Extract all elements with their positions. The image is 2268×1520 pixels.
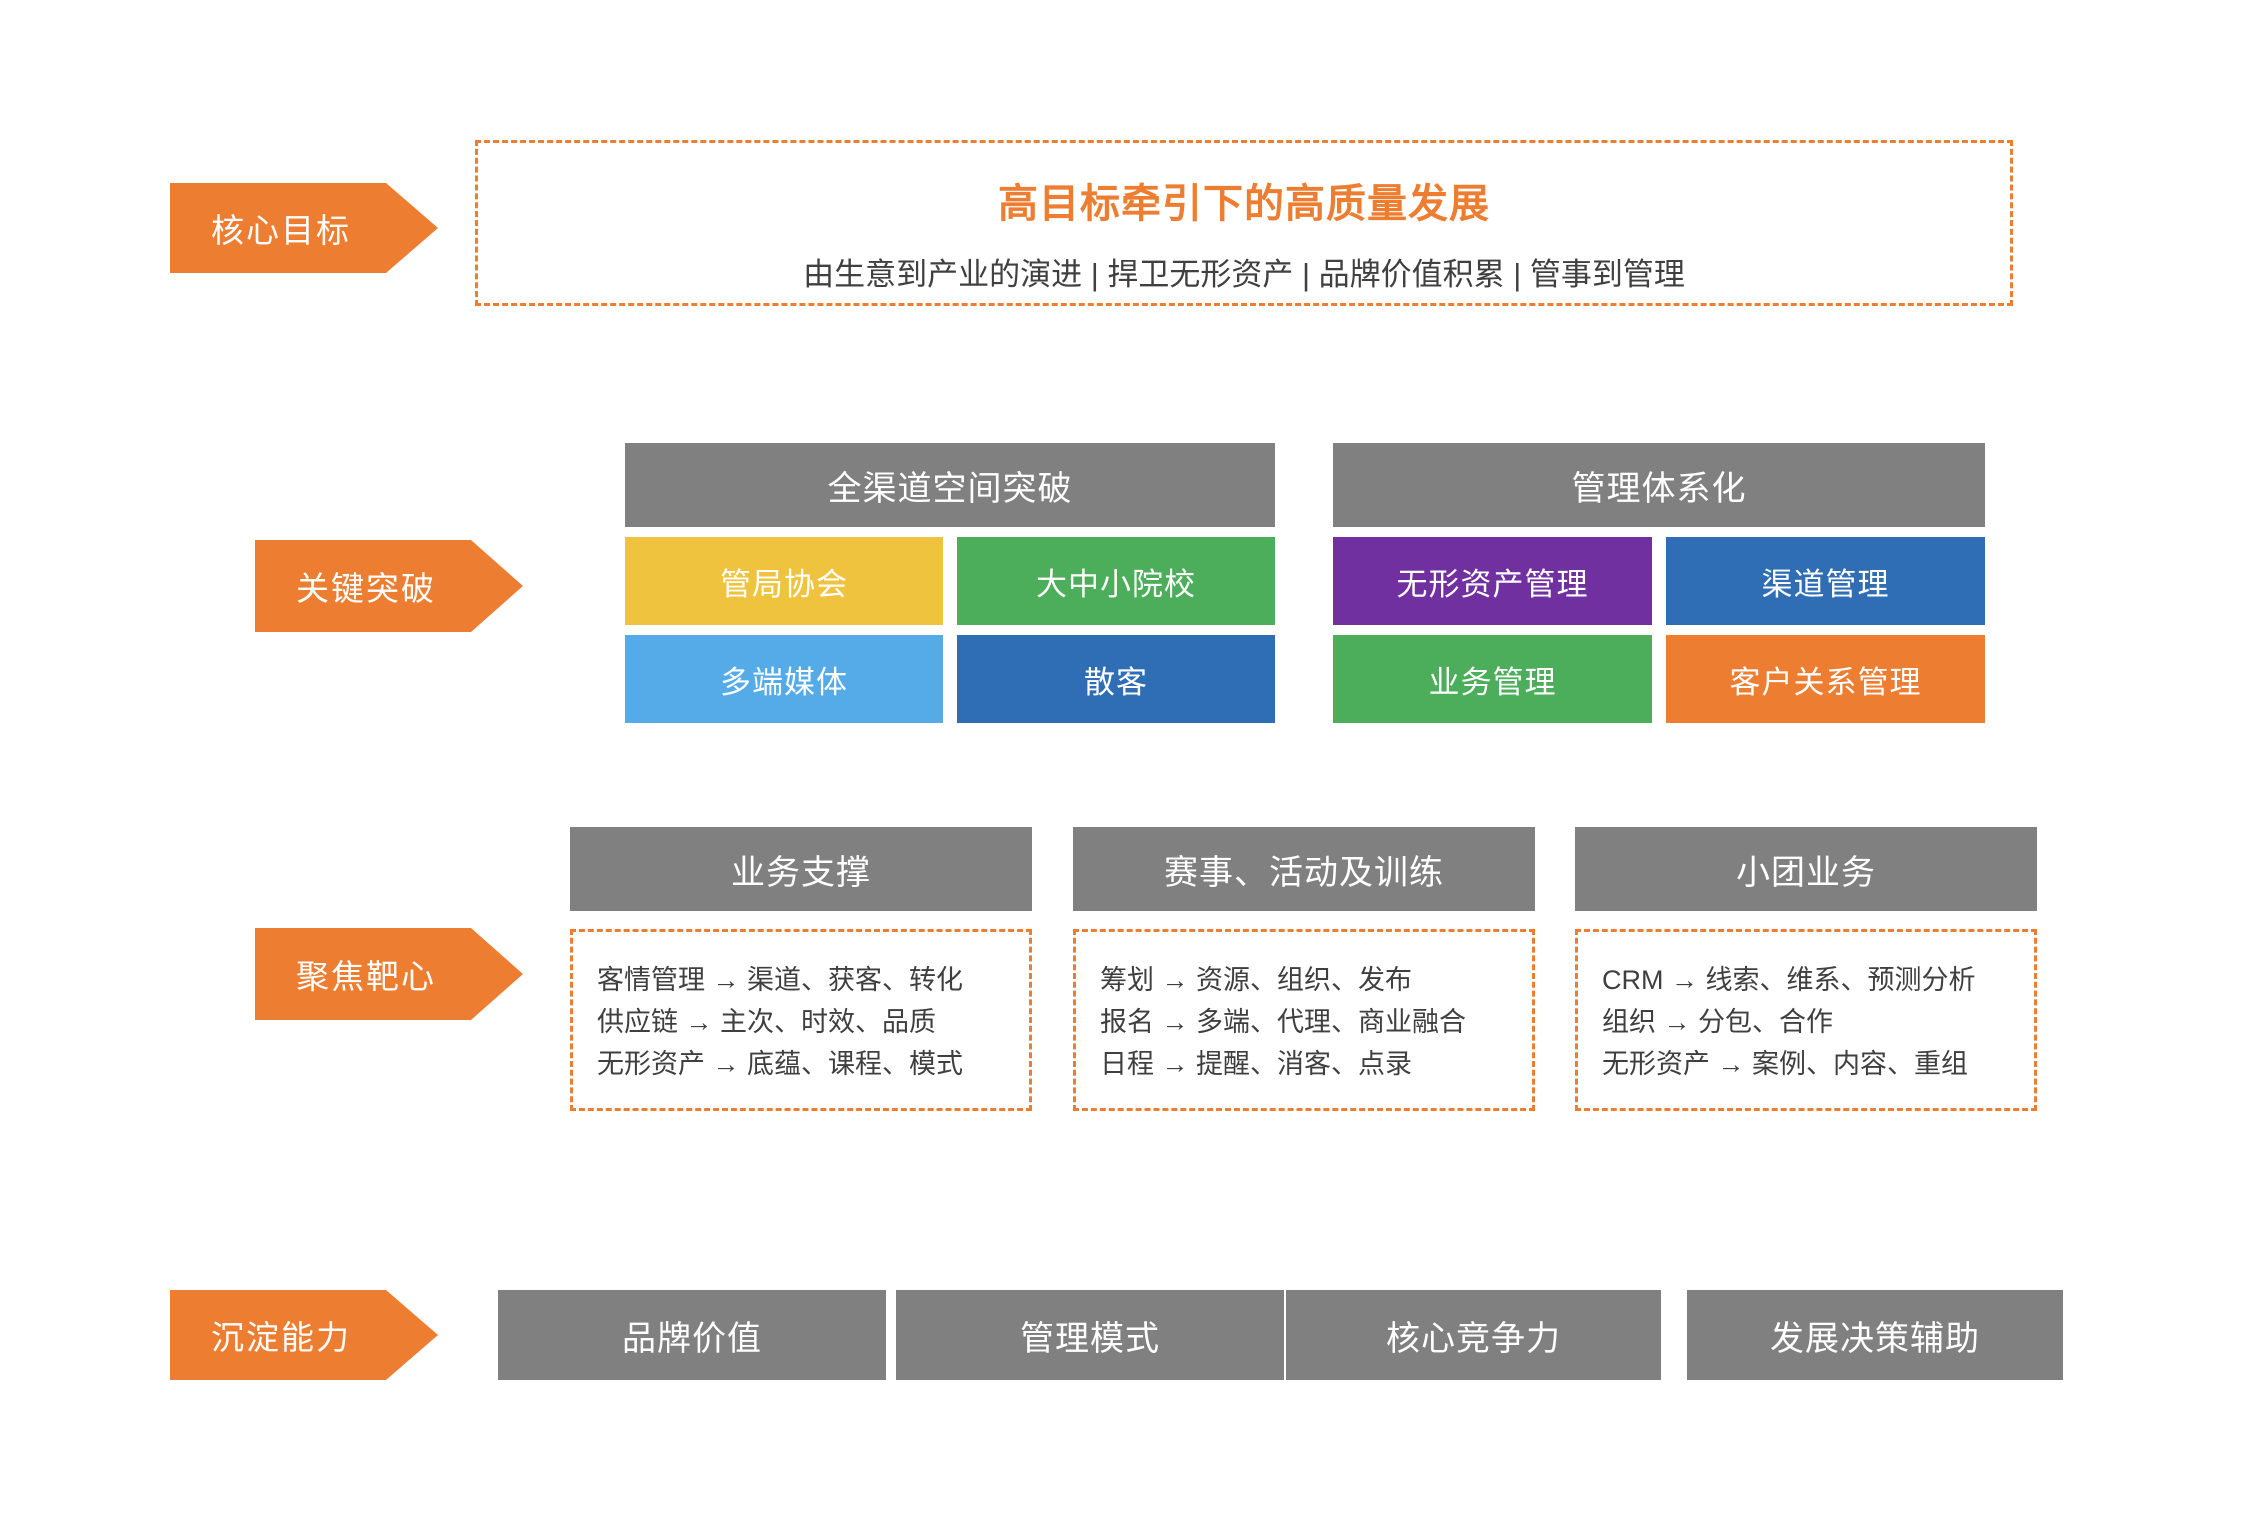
key-breakthrough-arrow: 关键突破 (255, 540, 523, 632)
group-events-training: 赛事、活动及训练 筹划 → 资源、组织、发布 报名 → 多端、代理、商业融合 日… (1073, 827, 1535, 1111)
group-management-system-header: 管理体系化 (1333, 443, 1985, 527)
note-line: 日程 → 提醒、消客、点录 (1100, 1048, 1413, 1079)
group-events-training-notes: 筹划 → 资源、组织、发布 报名 → 多端、代理、商业融合 日程 → 提醒、消客… (1073, 929, 1535, 1111)
capability-arrow-label: 沉淀能力 (211, 1319, 351, 1356)
cell-regulator-association: 管局协会 (625, 537, 943, 625)
cell-channel-mgmt: 渠道管理 (1666, 537, 1985, 625)
note-line: 供应链 → 主次、时效、品质 (597, 1006, 937, 1037)
cell-business-mgmt: 业务管理 (1333, 635, 1652, 723)
focus-target-arrow: 聚焦靶心 (255, 928, 523, 1020)
note-line: 无形资产 → 案例、内容、重组 (1602, 1048, 1969, 1079)
group-small-group-business-notes: CRM → 线索、维系、预测分析 组织 → 分包、合作 无形资产 → 案例、内容… (1575, 929, 2037, 1111)
group-omni-channel: 全渠道空间突破 管局协会 大中小院校 多端媒体 散客 (625, 443, 1275, 723)
core-goal-panel: 高目标牵引下的高质量发展 由生意到产业的演进 | 捍卫无形资产 | 品牌价值积累… (475, 140, 2013, 306)
group-omni-channel-cells: 管局协会 大中小院校 多端媒体 散客 (625, 537, 1275, 723)
group-events-training-header: 赛事、活动及训练 (1073, 827, 1535, 911)
group-small-group-business-header: 小团业务 (1575, 827, 2037, 911)
core-goal-arrow-label: 核心目标 (211, 212, 351, 249)
cell-crm: 客户关系管理 (1666, 635, 1985, 723)
capability-box-core-competitiveness: 核心竞争力 (1286, 1290, 1661, 1380)
capability-box-brand-value: 品牌价值 (498, 1290, 886, 1380)
key-breakthrough-arrow-label: 关键突破 (296, 570, 436, 607)
group-management-system-cells: 无形资产管理 渠道管理 业务管理 客户关系管理 (1333, 537, 1985, 723)
cell-schools: 大中小院校 (957, 537, 1275, 625)
note-line: 筹划 → 资源、组织、发布 (1100, 965, 1413, 995)
capability-arrow: 沉淀能力 (170, 1290, 438, 1380)
cell-individual-customers: 散客 (957, 635, 1275, 723)
note-line: 组织 → 分包、合作 (1602, 1006, 1834, 1037)
cell-multi-media: 多端媒体 (625, 635, 943, 723)
group-business-support: 业务支撑 客情管理 → 渠道、获客、转化 供应链 → 主次、时效、品质 无形资产… (570, 827, 1032, 1111)
group-business-support-notes: 客情管理 → 渠道、获客、转化 供应链 → 主次、时效、品质 无形资产 → 底蕴… (570, 929, 1032, 1111)
focus-target-arrow-label: 聚焦靶心 (296, 958, 436, 995)
core-goal-arrow: 核心目标 (170, 183, 438, 273)
group-small-group-business: 小团业务 CRM → 线索、维系、预测分析 组织 → 分包、合作 无形资产 → … (1575, 827, 2037, 1111)
capability-box-decision-support: 发展决策辅助 (1687, 1290, 2063, 1380)
capability-box-management-model: 管理模式 (896, 1290, 1284, 1380)
note-line: 报名 → 多端、代理、商业融合 (1100, 1006, 1467, 1037)
note-line: 无形资产 → 底蕴、课程、模式 (597, 1048, 964, 1079)
group-omni-channel-header: 全渠道空间突破 (625, 443, 1275, 527)
group-management-system: 管理体系化 无形资产管理 渠道管理 业务管理 客户关系管理 (1333, 443, 1985, 723)
cell-intangible-asset-mgmt: 无形资产管理 (1333, 537, 1652, 625)
core-goal-title: 高目标牵引下的高质量发展 (998, 182, 1490, 226)
note-line: CRM → 线索、维系、预测分析 (1602, 965, 1976, 995)
note-line: 客情管理 → 渠道、获客、转化 (597, 965, 964, 995)
core-goal-subtitle: 由生意到产业的演进 | 捍卫无形资产 | 品牌价值积累 | 管事到管理 (803, 257, 1685, 292)
group-business-support-header: 业务支撑 (570, 827, 1032, 911)
